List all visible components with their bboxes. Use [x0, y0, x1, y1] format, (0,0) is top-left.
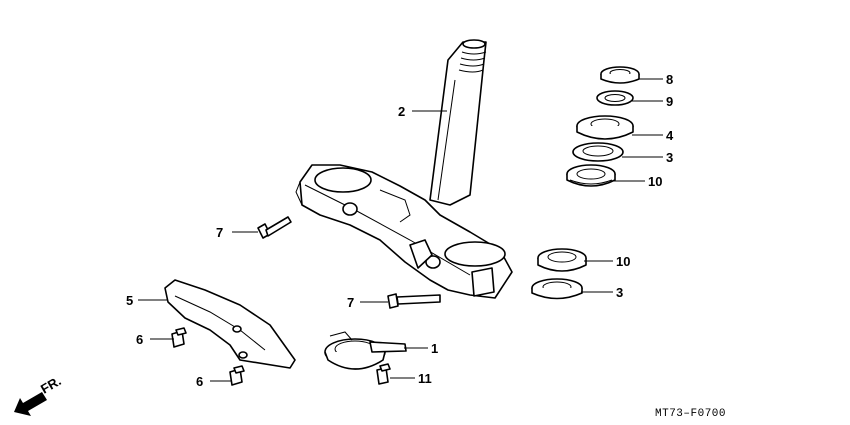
- bearing-race-3-upper: [572, 142, 624, 162]
- callout-5: 5: [126, 293, 133, 308]
- lock-nut-8: [600, 66, 640, 84]
- adjusting-nut-4: [576, 115, 634, 140]
- steering-bearing-10-upper: [566, 164, 616, 187]
- lock-washer-9: [596, 90, 634, 106]
- callout-4: 4: [666, 128, 674, 143]
- screw-6-lower: [229, 365, 245, 386]
- callout-9: 9: [666, 94, 673, 109]
- leader-lines: [138, 78, 663, 382]
- arrow-left-down-icon: [14, 392, 47, 416]
- screw-6-upper: [171, 327, 187, 348]
- bolt-7-upper: [257, 216, 292, 239]
- drawing-code: MT73–F0700: [655, 408, 726, 420]
- bolt-7-lower: [387, 293, 441, 309]
- steering-stem-bracket: [295, 164, 513, 299]
- callout-3-lower: 3: [616, 285, 623, 300]
- callout-3-upper: 3: [666, 150, 673, 165]
- cover-5: [164, 279, 296, 369]
- bolt-11: [376, 363, 391, 385]
- callout-8: 8: [666, 72, 673, 87]
- callout-7-lower: 7: [347, 295, 354, 310]
- callout-11: 11: [418, 371, 432, 386]
- front-direction-indicator: FR.: [14, 373, 64, 416]
- callout-labels: 2 8 9 4 3 10 7 10 3 5 7 6 1 6 11: [126, 72, 674, 389]
- bearing-race-3-lower: [531, 278, 583, 300]
- callout-6-upper: 6: [136, 332, 143, 347]
- callout-6-lower: 6: [196, 374, 203, 389]
- callout-2: 2: [398, 104, 405, 119]
- callout-7-upper: 7: [216, 225, 223, 240]
- horn-1: [324, 331, 407, 370]
- steering-stem: [429, 39, 487, 206]
- callout-10-upper: 10: [648, 174, 662, 189]
- callout-1: 1: [431, 341, 438, 356]
- steering-bearing-10-lower: [537, 248, 587, 272]
- callout-10-lower: 10: [616, 254, 630, 269]
